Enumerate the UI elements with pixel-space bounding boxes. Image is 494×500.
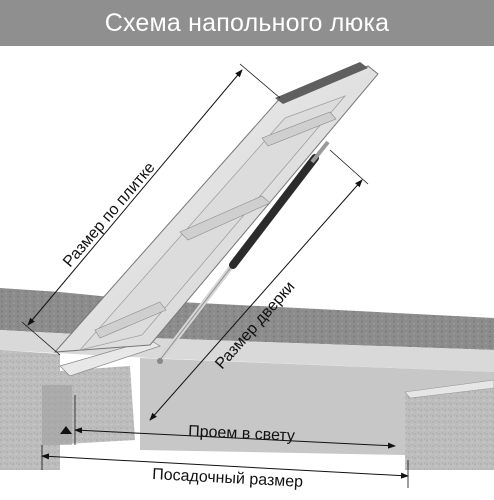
pit-left-shadow [42, 385, 72, 445]
hatch-lid-edge [275, 62, 368, 104]
diagram-title: Схема напольного люка [104, 8, 390, 37]
lid-rib-2 [261, 111, 337, 147]
corner-marker-icon [60, 426, 72, 434]
floor-stone-right [405, 388, 494, 470]
frame-profile-right [404, 379, 494, 399]
title-bar: Схема напольного люка [0, 0, 494, 46]
label-seating-size: Посадочный размер [152, 466, 304, 491]
dimension-clear-opening: Проем в свету [60, 395, 396, 449]
label-clear-opening: Проем в свету [188, 423, 295, 445]
